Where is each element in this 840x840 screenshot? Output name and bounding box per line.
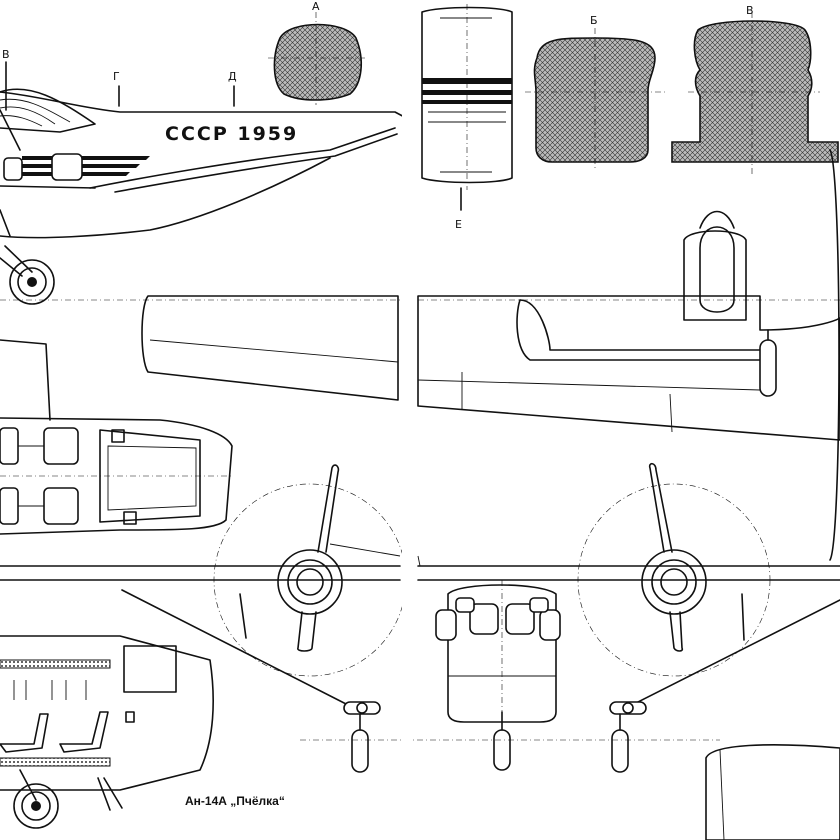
registration-marking: СССР 1959 [165,123,298,145]
top-view-wing [0,149,840,561]
cabin-plan-view [0,339,233,535]
cabin-cutaway-view [0,635,214,829]
section-label-v-side: В [2,48,10,61]
drawing-caption: Ан-14А „Пчёлка“ [185,794,285,808]
rear-fuselage-view: Е [421,4,513,231]
front-view [0,462,840,773]
section-label-e: Е [455,218,462,231]
section-label-b: Б [590,14,598,27]
section-label-g: Г [113,70,120,83]
section-label-a: А [312,0,320,13]
tail-fin-view [705,744,840,840]
section-b: Б [525,14,665,170]
section-a: А [268,0,368,105]
side-view: В Г Д СССР 1959 [0,48,411,305]
section-label-v: В [746,4,754,17]
section-v: В [671,4,839,175]
section-label-d: Д [228,70,237,83]
